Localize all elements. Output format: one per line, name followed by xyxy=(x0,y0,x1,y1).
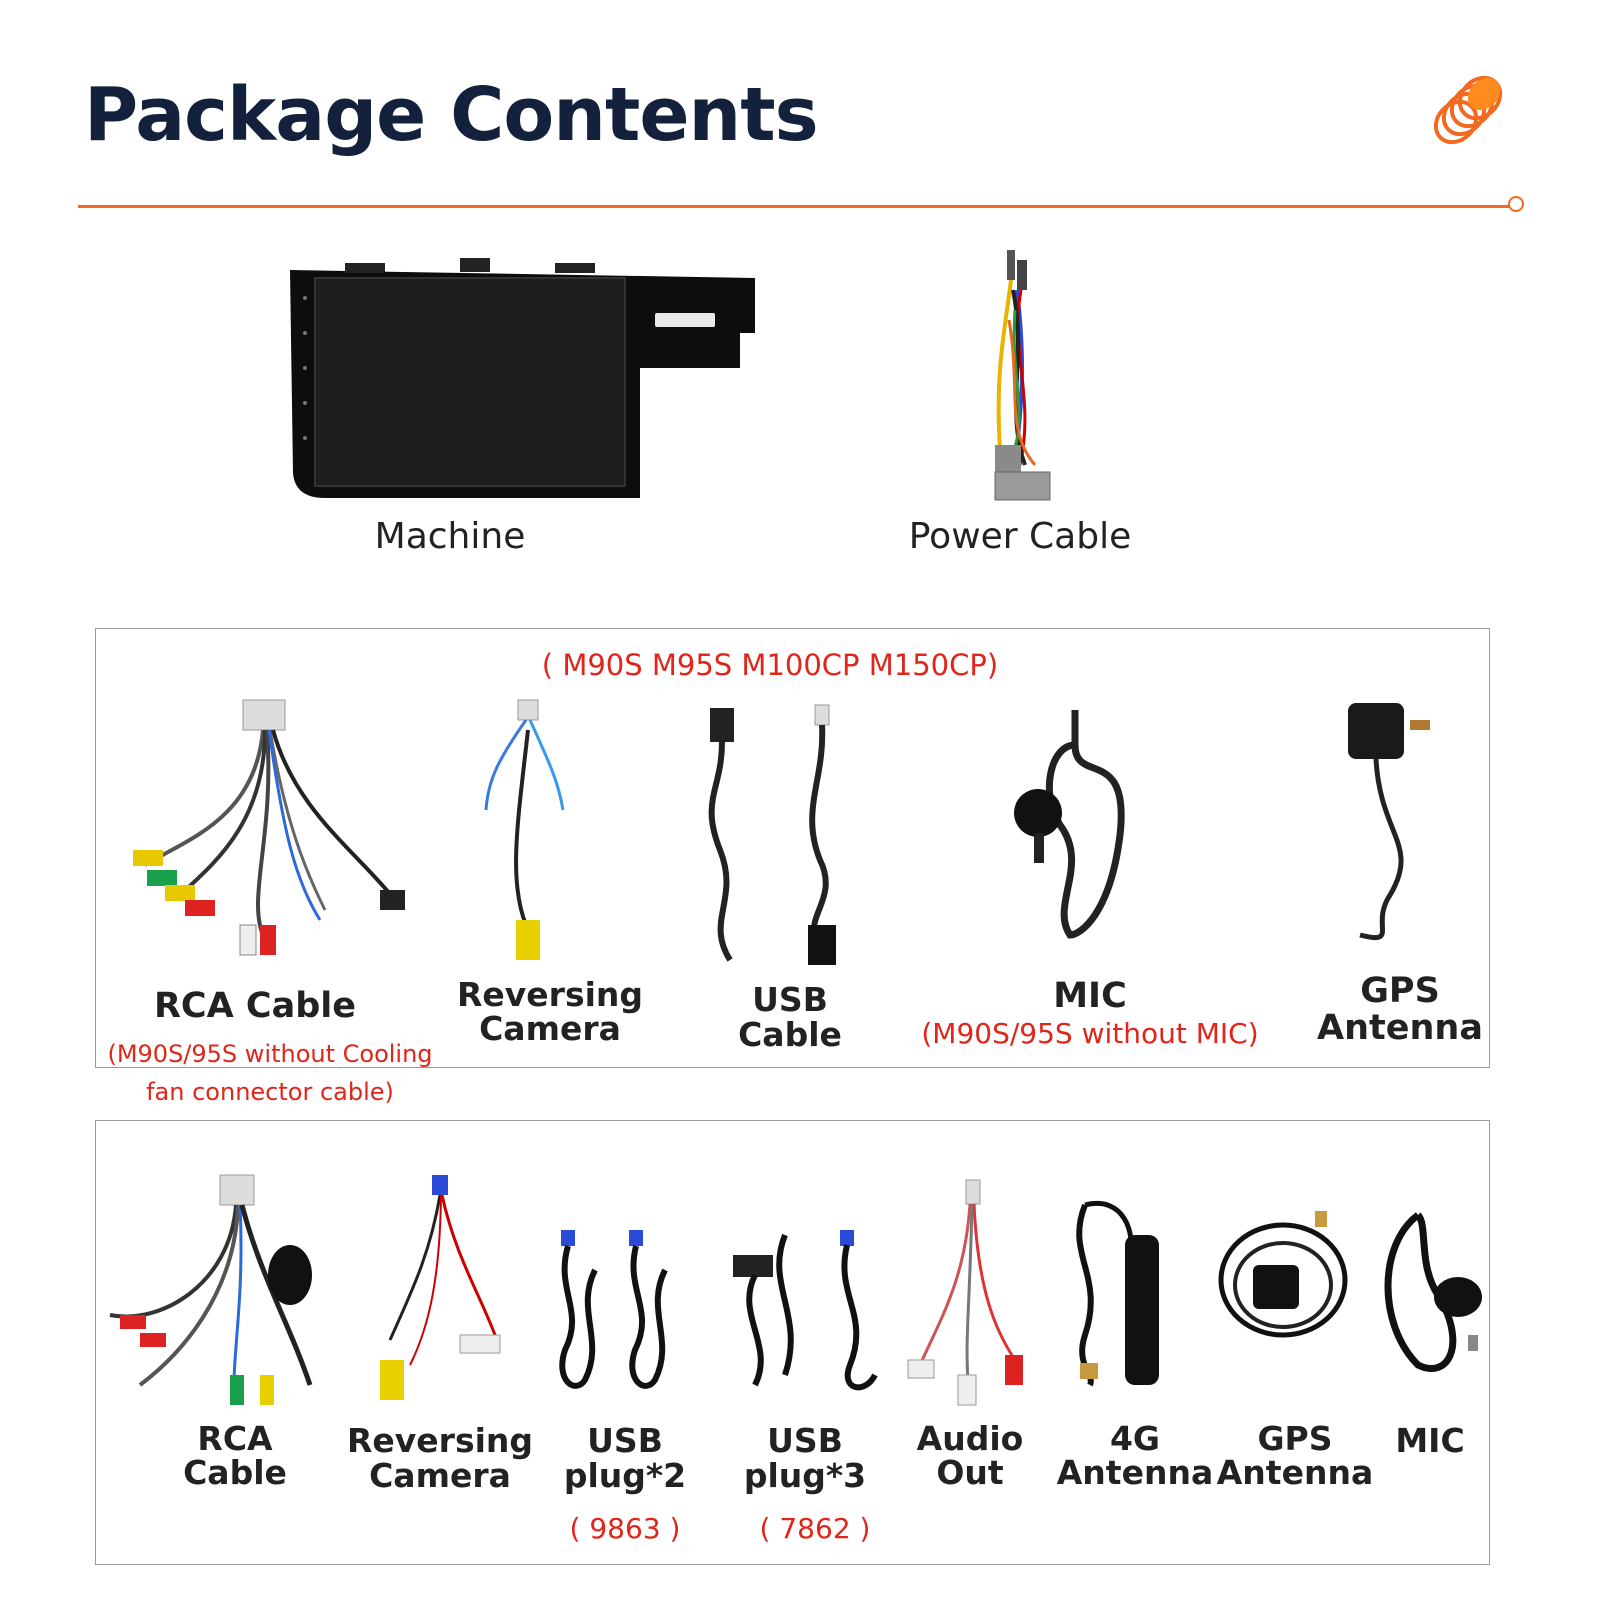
coil-logo-icon xyxy=(1433,75,1503,145)
box2-reversing-camera-image xyxy=(380,1175,501,1400)
4g-antenna-image xyxy=(1076,1200,1159,1387)
box1-usb-label-line2: Cable xyxy=(738,1015,842,1054)
usb-plug-3-image xyxy=(733,1230,878,1391)
box1-model-note: ( M90S M95S M100CP M150CP) xyxy=(541,648,999,682)
box2-gps-label-line1: GPS xyxy=(1257,1419,1333,1458)
package-box-standard xyxy=(95,628,1490,1068)
box1-gps-label-line1: GPS xyxy=(1360,971,1440,1011)
box1-gps-label-line2: Antenna xyxy=(1317,1008,1483,1048)
page-title: Package Contents xyxy=(84,72,819,158)
box2-usb3-label-line2: plug*3 xyxy=(743,1456,867,1495)
box2-reversing-camera-label-line2: Camera xyxy=(369,1456,511,1495)
box2-4g-label-line1: 4G xyxy=(1109,1419,1161,1458)
box2-usb3-note: ( 7862 ) xyxy=(759,1512,871,1545)
box2-rca-cable-image xyxy=(109,1174,313,1406)
package-box-extended xyxy=(95,1120,1490,1565)
box2-usb2-label-line2: plug*2 xyxy=(563,1456,687,1495)
usb-cable-image xyxy=(708,704,836,965)
box2-audio-out-label-line1: Audio xyxy=(916,1419,1024,1458)
box1-usb-label-line1: USB xyxy=(752,980,828,1019)
power-cable-label: Power Cable xyxy=(908,516,1132,557)
machine-image xyxy=(290,258,755,498)
box1-mic-label: MIC xyxy=(1053,976,1127,1016)
box2-mic-image xyxy=(1384,1212,1482,1372)
audio-out-image xyxy=(907,1179,1023,1406)
box1-rca-note-line1: (M90S/95S without Cooling xyxy=(107,1040,433,1068)
box2-usb2-label-line1: USB xyxy=(587,1421,663,1460)
reversing-camera-cable-image xyxy=(484,699,565,960)
divider-end-dot xyxy=(1508,196,1524,212)
machine-label: Machine xyxy=(374,516,526,557)
power-cable-image xyxy=(994,250,1051,501)
rca-cable-image xyxy=(133,699,405,956)
box1-rca-label: RCA Cable xyxy=(153,986,356,1026)
box2-gps-label-line2: Antenna xyxy=(1216,1453,1374,1492)
box2-rca-label-line2: Cable xyxy=(183,1453,287,1492)
gps-antenna-image xyxy=(1348,703,1430,941)
usb-plug-2-image xyxy=(559,1230,668,1389)
box1-reversing-camera-label-line1: Reversing xyxy=(456,975,644,1014)
box2-usb2-note: ( 9863 ) xyxy=(569,1512,681,1545)
box2-mic-label: MIC xyxy=(1395,1421,1465,1460)
mic-image xyxy=(1014,710,1125,939)
box1-reversing-camera-label-line2: Camera xyxy=(479,1009,621,1048)
box2-audio-out-label-line2: Out xyxy=(936,1453,1004,1492)
box1-rca-note-line2: fan connector cable) xyxy=(146,1078,394,1106)
box2-usb3-label-line1: USB xyxy=(767,1421,843,1460)
box2-4g-label-line2: Antenna xyxy=(1056,1453,1214,1492)
box2-gps-antenna-image xyxy=(1218,1211,1348,1338)
box2-reversing-camera-label-line1: Reversing xyxy=(346,1421,534,1460)
box1-mic-note: (M90S/95S without MIC) xyxy=(921,1017,1259,1050)
box2-rca-label-line1: RCA xyxy=(197,1419,273,1458)
header-divider xyxy=(78,205,1520,208)
